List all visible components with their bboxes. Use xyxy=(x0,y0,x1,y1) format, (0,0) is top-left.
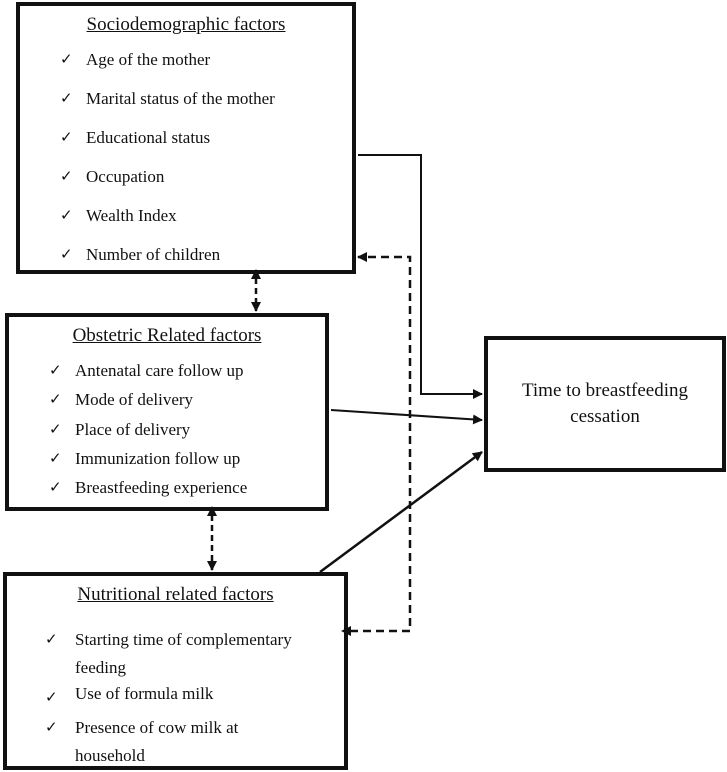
arrow-sociodemographic-to-outcome xyxy=(358,154,483,399)
check-icon: ✓ xyxy=(60,247,73,263)
obstetric-box: Obstetric Related factors ✓ Antenatal ca… xyxy=(5,313,329,511)
outcome-line-1: Time to breastfeeding xyxy=(521,380,689,401)
list-item: Wealth Index xyxy=(86,206,177,225)
list-item: Marital status of the mother xyxy=(86,89,275,108)
check-icon: ✓ xyxy=(49,392,62,408)
outcome-line-2: cessation xyxy=(570,406,640,427)
list-item: Educational status xyxy=(86,128,211,147)
list-item: Breastfeeding experience xyxy=(75,478,248,497)
check-icon: ✓ xyxy=(45,720,58,736)
arrow-nutritional-to-outcome xyxy=(319,450,483,574)
sociodemographic-box: Sociodemographic factors ✓ Age of the mo… xyxy=(16,2,356,274)
check-icon: ✓ xyxy=(60,208,73,224)
obstetric-title: Obstetric Related factors xyxy=(72,325,262,346)
list-item: Occupation xyxy=(86,167,165,186)
dashed-arrow-nutritional-to-sociodemographic xyxy=(341,252,412,636)
list-item: Starting time of complementary feeding xyxy=(75,630,292,677)
list-item: Use of formula milk xyxy=(75,684,214,703)
nutritional-box: Nutritional related factors ✓ Starting t… xyxy=(3,572,348,770)
sociodemographic-title: Sociodemographic factors xyxy=(86,14,286,35)
nutritional-title: Nutritional related factors xyxy=(77,584,274,605)
check-icon: ✓ xyxy=(49,451,62,467)
check-icon: ✓ xyxy=(49,422,62,438)
check-icon: ✓ xyxy=(49,363,62,379)
list-item: Number of children xyxy=(86,245,221,264)
list-item: Immunization follow up xyxy=(75,449,241,468)
arrow-obstetric-to-outcome xyxy=(330,409,483,425)
list-item: Age of the mother xyxy=(86,50,211,69)
list-item: Presence of cow milk at household xyxy=(75,718,239,765)
check-icon: ✓ xyxy=(45,632,58,648)
list-item: Antenatal care follow up xyxy=(75,361,244,380)
list-item: Mode of delivery xyxy=(75,390,194,409)
list-item: Place of delivery xyxy=(75,420,191,439)
check-icon: ✓ xyxy=(60,52,73,68)
check-icon: ✓ xyxy=(60,91,73,107)
check-icon: ✓ xyxy=(49,480,62,496)
check-icon: ✓ xyxy=(60,169,73,185)
outcome-box: Time to breastfeeding cessation xyxy=(484,336,726,472)
check-icon: ✓ xyxy=(60,130,73,146)
check-icon: ✓ xyxy=(45,690,58,706)
outcome-label: Time to breastfeeding cessation xyxy=(488,378,722,430)
